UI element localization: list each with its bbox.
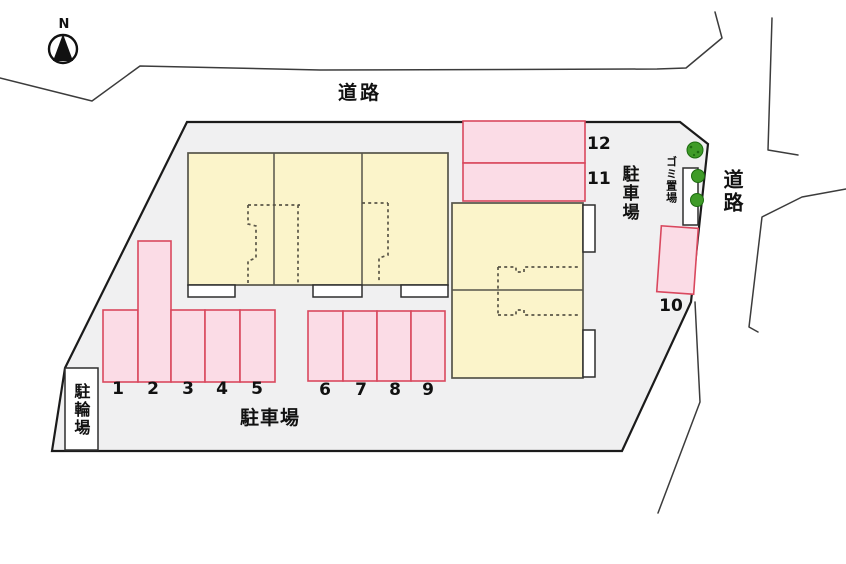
space-number-6: 6: [319, 380, 331, 400]
space-number-4: 4: [216, 379, 228, 399]
porch-right-1: [582, 204, 596, 253]
space-number-8: 8: [389, 380, 401, 400]
parking-space-12: [462, 120, 586, 164]
road-right-label: 道路: [720, 169, 744, 215]
garbage-area-label: ゴミ置場: [664, 156, 678, 204]
space-number-11: 11: [587, 169, 611, 189]
tree-icon-2: [691, 169, 705, 183]
parking-space-6: [307, 310, 344, 382]
space-number-10: 10: [659, 296, 683, 316]
parking-lot-bottom-label: 駐車場: [240, 407, 301, 429]
parking-space-9: [410, 310, 446, 382]
building-left: [187, 152, 449, 286]
parking-space-10: [655, 224, 700, 296]
parking-lot-right-label: 駐車場: [618, 165, 639, 222]
space-number-9: 9: [422, 380, 434, 400]
parking-space-5: [239, 309, 276, 383]
stair-outline-right-c: [498, 309, 580, 316]
space-number-3: 3: [182, 379, 194, 399]
space-number-1: 1: [112, 379, 124, 399]
road-edge-southeast: [657, 301, 701, 514]
parking-space-3: [170, 309, 206, 383]
porch-left-2: [312, 284, 363, 298]
parking-space-7: [342, 310, 378, 382]
tree-texture-dot: [692, 153, 696, 157]
stair-outline-mid-b: [378, 203, 389, 283]
road-top-label: 道路: [338, 82, 383, 104]
bicycle-parking-label: 駐輪場: [71, 383, 91, 437]
compass-north-label: N: [58, 17, 70, 32]
parking-space-1: [102, 309, 139, 383]
space-number-2: 2: [147, 379, 159, 399]
tree-icon-1: [686, 141, 704, 159]
parking-space-4: [204, 309, 241, 383]
tree-texture-dot: [689, 145, 693, 149]
parking-space-11: [462, 162, 586, 202]
porch-left-3: [400, 284, 449, 298]
parking-space-2: [137, 240, 172, 383]
compass-north-arrow-icon: [53, 34, 73, 61]
space-number-5: 5: [251, 379, 263, 399]
tree-texture-dot: [696, 150, 700, 154]
road-edge-east-mid: [748, 188, 846, 333]
road-edge-north: [0, 11, 723, 102]
space-number-7: 7: [355, 380, 367, 400]
space-number-12: 12: [587, 134, 611, 154]
tree-icon-3: [690, 193, 704, 207]
porch-left-1: [187, 284, 236, 298]
parking-space-8: [376, 310, 412, 382]
porch-right-2: [582, 329, 596, 378]
road-edge-east-upper: [767, 17, 799, 156]
bicycle-shed-box: [64, 367, 99, 451]
stair-outline-right-b: [498, 266, 580, 273]
